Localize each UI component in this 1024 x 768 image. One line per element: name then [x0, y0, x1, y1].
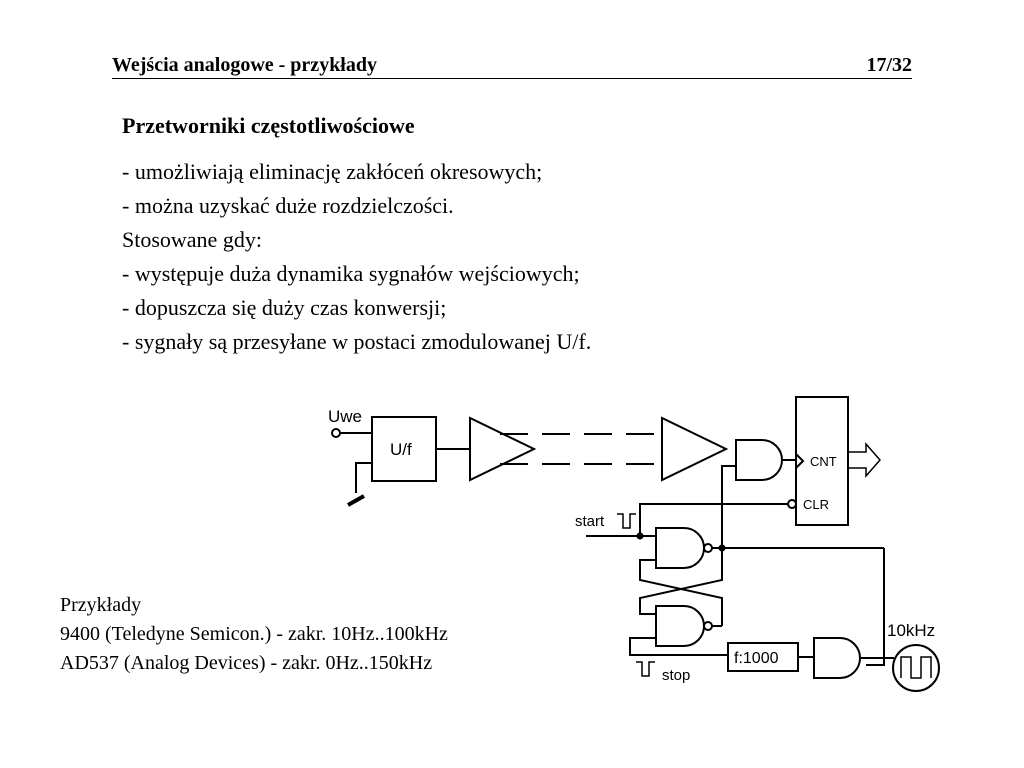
nand-gate-lower: [655, 605, 713, 647]
counter-cnt-label: CNT: [810, 454, 837, 469]
examples-list: Przykłady 9400 (Teledyne Semicon.) - zak…: [60, 591, 448, 678]
output-bus-arrow: [847, 442, 881, 478]
transmission-lines: [500, 433, 662, 465]
slide-header: Wejścia analogowe - przykłady 17/32: [112, 54, 912, 79]
line-driver: [469, 416, 537, 482]
line-receiver: [661, 416, 729, 482]
bullet-list: - umożliwiają eliminację zakłóceń okreso…: [122, 155, 591, 359]
input-label: Uwe: [328, 407, 362, 426]
examples-heading: Przykłady: [60, 594, 142, 616]
example-item: AD537 (Analog Devices) - zakr. 0Hz..150k…: [60, 652, 433, 674]
counter-clr-label: CLR: [803, 497, 829, 512]
start-label: start: [575, 513, 605, 530]
counter-block: CNT CLR: [787, 396, 849, 526]
slide-title: Wejścia analogowe - przykłady: [112, 54, 377, 76]
example-item: 9400 (Teledyne Semicon.) - zakr. 10Hz..1…: [60, 623, 448, 645]
divider-label: f:1000: [734, 650, 779, 667]
section-title: Przetworniki częstotliwościowe: [122, 113, 415, 138]
bullet-line: - dopuszcza się duży czas konwersji;: [122, 295, 447, 320]
bullet-line: - sygnały są przesyłane w postaci zmodul…: [122, 329, 592, 354]
flip-flop-wires: [639, 465, 885, 666]
nand-gate-upper: [655, 527, 713, 569]
oscillator: 10kHz: [887, 621, 940, 692]
wire: [639, 503, 788, 536]
start-signal: start: [575, 513, 656, 540]
bullet-line: Stosowane gdy:: [122, 227, 262, 252]
bullet-line: - występuje duża dynamika sygnałów wejśc…: [122, 261, 580, 286]
oscillator-and-gate: [813, 637, 861, 679]
stop-label: stop: [662, 667, 690, 684]
ground-symbol: [347, 462, 372, 507]
uf-converter-block: U/f: [371, 416, 437, 482]
stop-signal: stop: [629, 637, 700, 684]
and-gate: [735, 439, 783, 481]
divider-block: f:1000: [727, 642, 799, 672]
page-number: 17/32: [866, 54, 912, 76]
input-terminal: Uwe: [328, 407, 372, 438]
bullet-line: - umożliwiają eliminację zakłóceń okreso…: [122, 159, 543, 184]
converter-label: U/f: [390, 440, 412, 459]
bullet-line: - można uzyskać duże rozdzielczości.: [122, 193, 454, 218]
oscillator-label: 10kHz: [887, 621, 935, 640]
